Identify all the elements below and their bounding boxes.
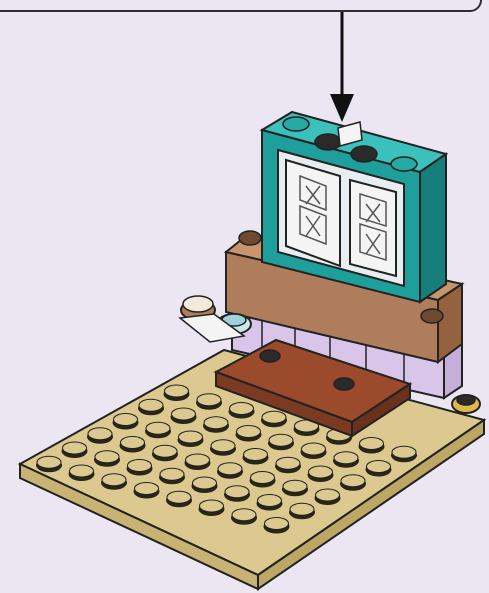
baseplate-stud-top [165, 385, 189, 397]
baseplate-stud-top [258, 495, 282, 507]
baseplate-stud-top [341, 475, 365, 487]
baseplate-stud-top [360, 438, 384, 450]
baseplate-stud-top [172, 408, 196, 420]
baseplate-stud-top [276, 457, 300, 469]
baseplate-stud-top [283, 480, 307, 492]
baseplate-stud-top [139, 399, 163, 411]
baseplate-stud-top [160, 468, 184, 480]
baseplate-stud-top [153, 445, 177, 457]
baseplate-stud-top [334, 452, 358, 464]
baseplate-stud-top [197, 394, 221, 406]
baseplate-stud-top [225, 486, 249, 498]
baseplate-stud-top [230, 403, 254, 415]
baseplate-stud-top [121, 437, 145, 449]
baseplate-stud-top [265, 518, 289, 530]
baseplate-stud-top [367, 461, 391, 473]
baseplate-stud-top [200, 500, 224, 512]
baseplate-stud-top [193, 477, 217, 489]
baseplate-stud-top [37, 456, 61, 468]
baseplate-stud-top [316, 489, 340, 501]
baseplate-stud-top [167, 491, 191, 503]
baseplate-stud-top [290, 503, 314, 515]
baseplate-stud-top [302, 443, 326, 455]
baseplate-stud-top [70, 465, 94, 477]
baseplate-stud-top [102, 474, 126, 486]
baseplate-stud-top [204, 417, 228, 429]
placement-arrow [330, 12, 354, 122]
baseplate-stud-top [186, 454, 210, 466]
baseplate-stud-top [244, 449, 268, 461]
baseplate-stud-top [251, 472, 275, 484]
baseplate-stud-top [88, 428, 112, 440]
baseplate-stud-top [232, 509, 256, 521]
window-pane-right [350, 180, 396, 276]
baseplate-stud-top [237, 426, 261, 438]
baseplate-stud-top [128, 460, 152, 472]
baseplate-stud-top [179, 431, 203, 443]
baseplate-stud-top [135, 483, 159, 495]
baseplate-stud-top [146, 422, 170, 434]
baseplate-stud-top [392, 446, 416, 458]
baseplate-stud-top [211, 440, 235, 452]
baseplate-stud-top [95, 451, 119, 463]
baseplate-stud-top [63, 442, 87, 454]
baseplate-stud-top [114, 414, 138, 426]
baseplate-stud-top [218, 463, 242, 475]
baseplate-stud-top [269, 434, 293, 446]
gold-round-tile [452, 395, 480, 413]
baseplate-stud-top [262, 411, 286, 423]
baseplate-stud-top [309, 466, 333, 478]
